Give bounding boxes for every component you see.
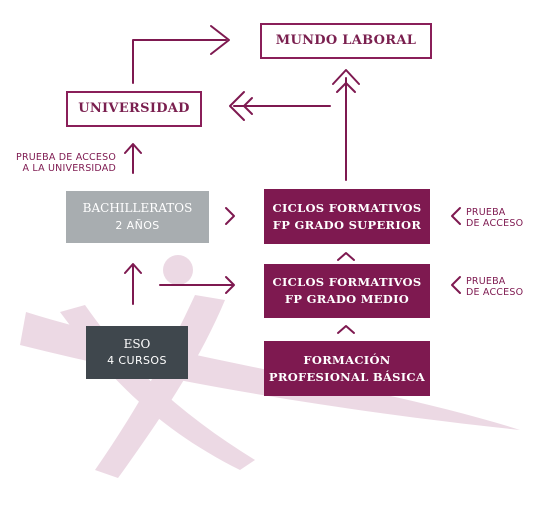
note-prueba-superior-line2: DE ACCESO [466,218,524,230]
note-prueba-superior: PRUEBA DE ACCESO [466,207,523,230]
chevron-medio-to-superior [337,252,355,261]
box-fp-basica: FORMACIÓN PROFESIONAL BÁSICA [264,341,430,396]
box-ciclos-superior: CICLOS FORMATIVOS FP GRADO SUPERIOR [264,189,430,244]
eso-title: ESO [123,336,151,351]
box-ciclos-medio: CICLOS FORMATIVOS FP GRADO MEDIO [264,264,430,318]
note-prueba-universidad-line1: PRUEBA DE ACCESO [16,152,116,163]
note-prueba-medio-line2: DE ACCESO [466,287,524,299]
box-eso: ESO 4 CURSOS [86,326,188,379]
chevron-prueba-medio [451,276,461,294]
universidad-label: UNIVERSIDAD [78,100,190,116]
stack-chevrons [337,252,355,334]
box-bachilleratos: BACHILLERATOS 2 AÑOS [66,191,209,243]
bachilleratos-title: BACHILLERATOS [82,201,193,216]
bachilleratos-sub: 2 AÑOS [115,218,160,232]
note-prueba-superior-line1: PRUEBA [466,207,506,218]
arrowhead-up-mundo [332,69,360,85]
arrowhead-to-universidad-inner [243,97,253,115]
fp-basica-line2: PROFESIONAL BÁSICA [268,369,426,384]
chevron-basica-to-medio [337,325,355,334]
box-mundo-laboral: MUNDO LABORAL [260,23,432,59]
ciclos-superior-line1: CICLOS FORMATIVOS [272,200,422,215]
note-prueba-medio: PRUEBA DE ACCESO [466,276,523,299]
connector-lines [124,25,461,305]
arrowhead-up-mundo-inner [336,82,356,93]
watermark-body-swoosh [95,295,225,478]
watermark-head [163,255,193,285]
box-universidad: UNIVERSIDAD [66,91,202,127]
mundo-laboral-label: MUNDO LABORAL [275,32,417,48]
note-prueba-universidad: PRUEBA DE ACCESO A LA UNIVERSIDAD [14,152,116,175]
line-universidad-to-mundo [132,39,227,84]
arrowhead-to-universidad [229,91,245,121]
eso-sub: 4 CURSOS [107,354,167,368]
ciclos-medio-line1: CICLOS FORMATIVOS [272,275,422,290]
note-prueba-medio-line1: PRUEBA [466,276,506,287]
chevron-prueba-superior [451,207,461,225]
fp-basica-line1: FORMACIÓN [303,352,391,367]
arrowhead-bach-to-superior [225,207,235,225]
ciclos-medio-line2: FP GRADO MEDIO [284,292,410,306]
arrowhead-to-mundo [210,25,230,55]
note-prueba-universidad-line2: A LA UNIVERSIDAD [22,163,116,175]
arrowhead-eso-to-medio [225,276,235,294]
ciclos-superior-line2: FP GRADO SUPERIOR [272,217,422,232]
